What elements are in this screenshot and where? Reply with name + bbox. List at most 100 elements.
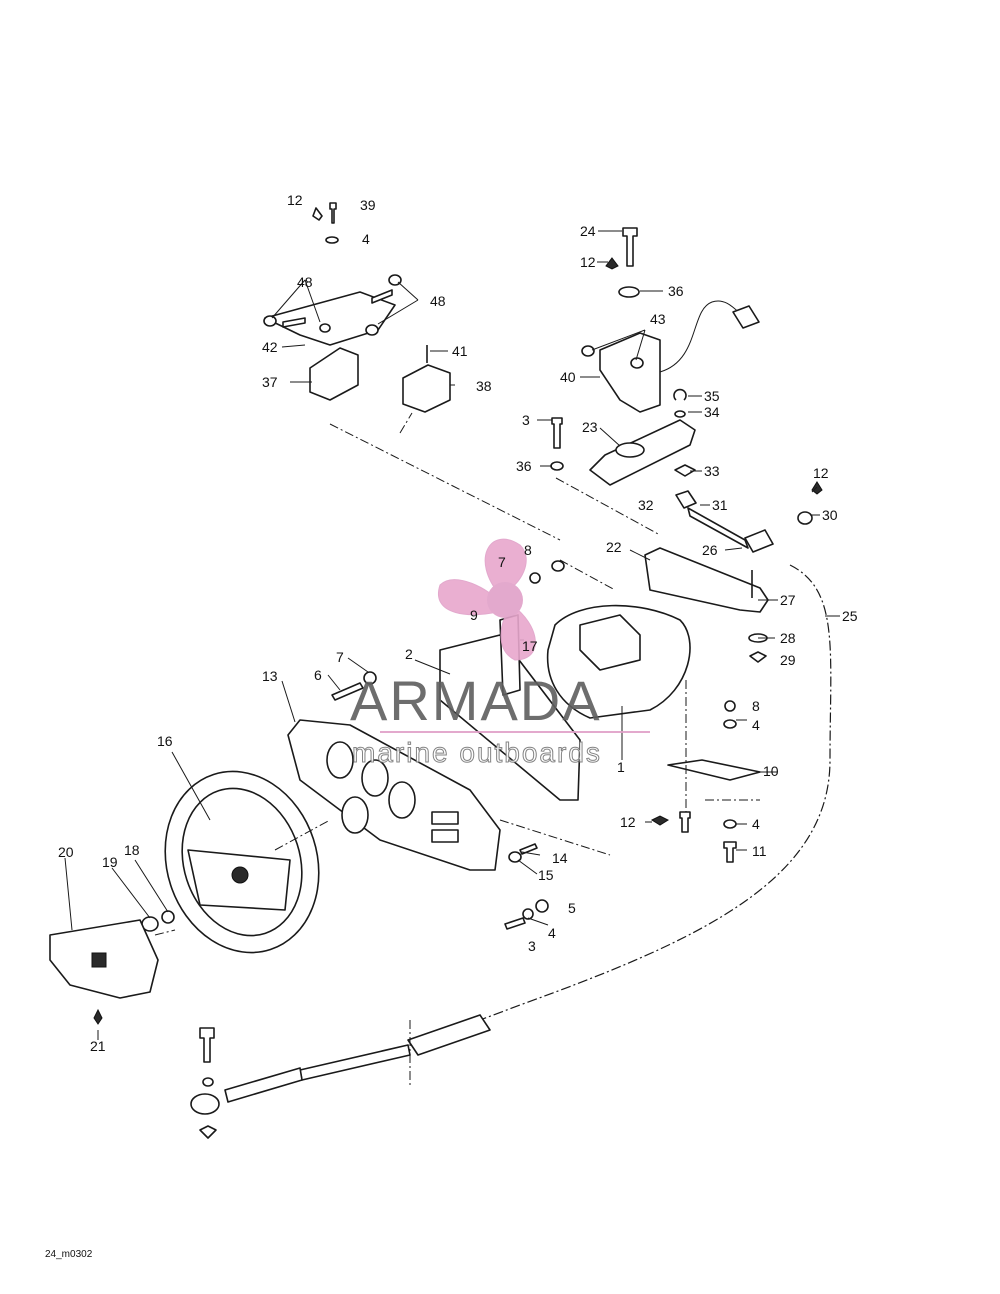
callout-10: 10 <box>763 763 779 779</box>
propeller-logo-icon <box>437 538 536 661</box>
armada-watermark: ARMADA marine outboards <box>350 538 650 769</box>
callout-7: 7 <box>498 554 506 570</box>
bolt-48 <box>371 289 393 304</box>
cable-nut <box>199 1125 217 1139</box>
bracket-40 <box>599 332 661 413</box>
cable-eye <box>190 1093 220 1115</box>
nut-8-top <box>551 560 565 572</box>
callout-11: 11 <box>752 843 767 859</box>
callout-17: 17 <box>522 638 538 654</box>
gauge-hole-4 <box>341 796 369 834</box>
steering-hub <box>231 866 249 884</box>
callout-35: 35 <box>704 388 720 404</box>
nut-48-left <box>263 315 277 327</box>
callout-12: 12 <box>287 192 303 208</box>
callout-27: 27 <box>780 592 796 608</box>
control-box-group <box>439 559 691 801</box>
switch-slot-2 <box>431 829 459 843</box>
bracket-10-group <box>650 680 761 863</box>
callout-5: 5 <box>568 900 576 916</box>
washer-15 <box>508 851 522 863</box>
shift-plate-22 <box>644 547 769 613</box>
screw-3-top <box>551 417 563 449</box>
callout-4: 4 <box>752 717 760 733</box>
callout-36: 36 <box>516 458 532 474</box>
callout-14: 14 <box>552 850 568 866</box>
screw-14 <box>519 843 538 855</box>
washer-4-low <box>723 719 737 729</box>
callout-48: 48 <box>430 293 446 309</box>
cover-logo <box>91 952 107 968</box>
washer-4-low2 <box>723 819 737 829</box>
callout-19: 19 <box>102 854 118 870</box>
callout-4: 4 <box>752 816 760 832</box>
callout-3: 3 <box>528 938 536 954</box>
callout-31: 31 <box>712 497 728 513</box>
cable-rod <box>224 1067 303 1103</box>
nut-43-left <box>581 345 595 357</box>
callout-36: 36 <box>668 283 684 299</box>
callout-2: 2 <box>405 646 413 662</box>
callout-33: 33 <box>704 463 720 479</box>
callout-9: 9 <box>470 607 478 623</box>
rod-32 <box>687 507 749 549</box>
callout-18: 18 <box>124 842 140 858</box>
callout-8: 8 <box>752 698 760 714</box>
cable-boot <box>407 1014 491 1056</box>
callout-25: 25 <box>842 608 858 624</box>
washer-5 <box>535 899 549 913</box>
callout-15: 15 <box>538 867 554 883</box>
block-38 <box>402 364 451 413</box>
callout-8: 8 <box>524 542 532 558</box>
clip-35 <box>673 388 687 401</box>
washer-18 <box>161 910 175 924</box>
connector <box>732 305 760 329</box>
washer-7 <box>363 671 377 685</box>
callout-29: 29 <box>780 652 796 668</box>
screw-11 <box>723 841 737 863</box>
gauge-hole-2 <box>361 759 389 797</box>
nut-8-low <box>724 700 736 712</box>
callout-48: 48 <box>297 274 313 290</box>
nut-48-low <box>365 324 379 336</box>
callout-28: 28 <box>780 630 796 646</box>
rivet-12-lever <box>811 481 823 495</box>
ball-joint-26 <box>744 529 774 553</box>
bolt-42 <box>282 317 306 328</box>
bolt-6 <box>331 682 364 701</box>
callout-30: 30 <box>822 507 838 523</box>
control-box-top <box>579 614 641 671</box>
clip-30 <box>797 511 813 525</box>
nut-33 <box>674 464 696 477</box>
washer-7-top <box>529 572 541 584</box>
washer-4 <box>522 908 534 920</box>
throttle-switch-group <box>550 227 760 536</box>
callout-39: 39 <box>360 197 376 213</box>
gauge-hole-3 <box>388 781 416 819</box>
callout-26: 26 <box>702 542 718 558</box>
gauge-hole-1 <box>326 741 354 779</box>
bolt-24 <box>622 227 638 267</box>
screw-21 <box>93 1008 103 1025</box>
leader-lines <box>64 230 840 1040</box>
callout-24: 24 <box>580 223 596 239</box>
callout-13: 13 <box>262 668 278 684</box>
rivet-12-low <box>650 815 670 826</box>
callout-41: 41 <box>452 343 468 359</box>
cable-sleeve <box>299 1044 411 1081</box>
callout-12: 12 <box>580 254 596 270</box>
diagram-code: 24_m0302 <box>45 1249 93 1260</box>
washer-4-top <box>325 236 339 244</box>
callout-22: 22 <box>606 539 622 555</box>
switch-slot-1 <box>431 811 459 825</box>
watermark-brand: ARMADA <box>350 669 602 732</box>
screw-3 <box>504 917 526 930</box>
nut-31 <box>675 490 697 509</box>
pivot-23 <box>615 442 645 458</box>
callout-43: 43 <box>650 311 666 327</box>
callout-32: 32 <box>638 497 654 513</box>
nut-43-right <box>630 357 644 369</box>
callout-23: 23 <box>582 419 598 435</box>
control-cable-group <box>190 564 832 1139</box>
